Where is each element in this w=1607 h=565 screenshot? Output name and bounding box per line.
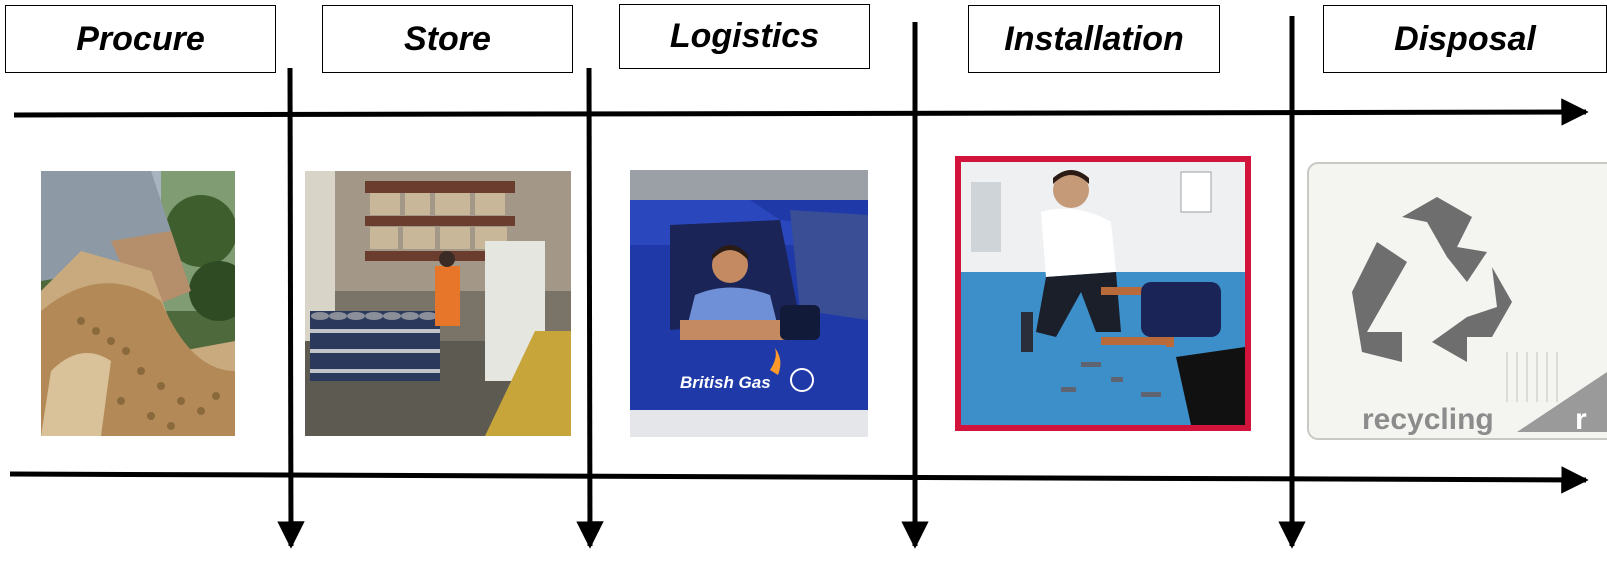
bottom-timeline-arrow bbox=[9, 466, 1589, 494]
stage-label-installation: Installation bbox=[968, 5, 1220, 73]
recycling-label: recycling bbox=[1362, 403, 1494, 436]
recycling-symbol-image: recycling r bbox=[1307, 162, 1607, 440]
stage-label-logistics: Logistics bbox=[619, 4, 870, 69]
coffee-beans-sack-photo bbox=[41, 171, 235, 436]
stage-label-store: Store bbox=[322, 5, 573, 73]
recycling-corner-letter: r bbox=[1575, 403, 1587, 436]
divider-arrow-1 bbox=[277, 67, 305, 549]
top-timeline-arrow bbox=[13, 98, 1589, 126]
van-brand-text: British Gas bbox=[680, 373, 771, 392]
stage-label-disposal: Disposal bbox=[1323, 5, 1607, 73]
warehouse-photo bbox=[305, 171, 571, 436]
recycle-arrows-icon bbox=[1352, 197, 1512, 362]
divider-arrow-2 bbox=[576, 67, 604, 549]
stage-label-procure: Procure bbox=[5, 5, 276, 73]
engineer-installing-pipes-photo bbox=[955, 156, 1251, 431]
british-gas-van-photo: British Gas bbox=[630, 170, 868, 437]
